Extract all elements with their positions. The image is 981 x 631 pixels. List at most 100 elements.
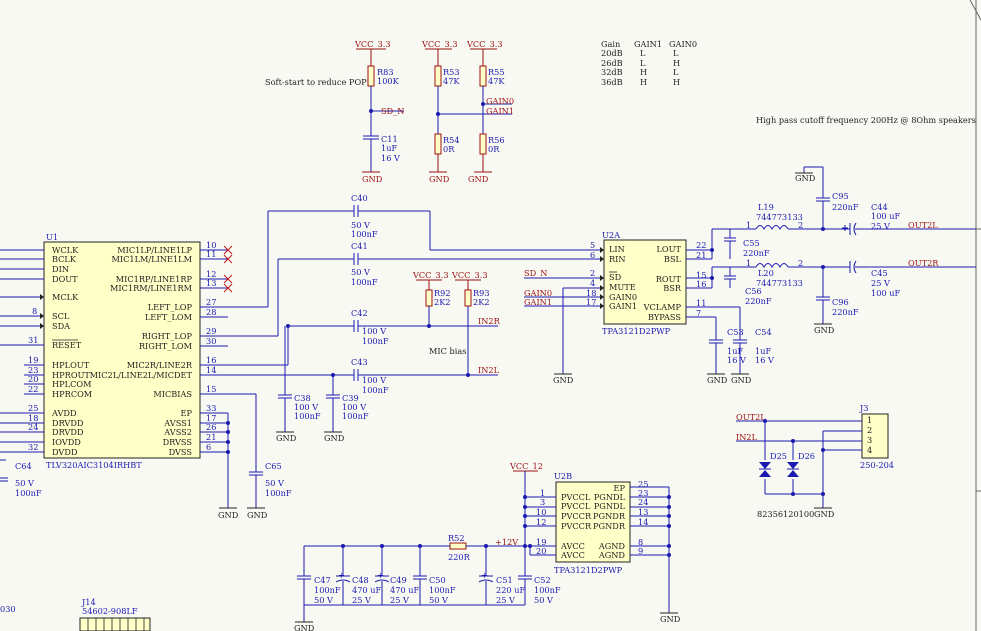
svg-text:C54: C54 (755, 327, 772, 337)
svg-text:220R: 220R (448, 552, 471, 562)
svg-text:16 V: 16 V (755, 355, 775, 365)
l20-inductor (755, 263, 789, 269)
line-out-routing: C40 50 V 100nF C41 50 V 100nF (228, 193, 604, 337)
svg-text:0R: 0R (488, 144, 500, 154)
svg-text:+: + (481, 570, 488, 580)
svg-text:MIC2R/LINE2R: MIC2R/LINE2R (127, 360, 193, 370)
svg-text:GND: GND (553, 375, 574, 385)
svg-text:22: 22 (28, 384, 38, 394)
svg-text:0R: 0R (443, 144, 455, 154)
svg-text:14: 14 (206, 365, 216, 375)
out2l-j3-net: OUT2L (736, 412, 766, 422)
svg-text:2: 2 (590, 268, 595, 278)
softstart-note: Soft-start to reduce POP's (265, 77, 373, 87)
c11-v1: 1uF (381, 143, 397, 153)
svg-text:10: 10 (206, 240, 216, 250)
svg-text:VCC_12: VCC_12 (509, 461, 543, 471)
svg-text:100 V: 100 V (342, 402, 367, 412)
svg-text:100nF: 100nF (362, 336, 389, 346)
svg-text:RESET: RESET (52, 340, 82, 350)
svg-text:31: 31 (28, 335, 38, 345)
out2r-net: OUT2R (908, 258, 939, 268)
svg-text:250-204: 250-204 (860, 460, 894, 470)
svg-text:C53: C53 (727, 327, 744, 337)
svg-text:HPROUT: HPROUT (52, 370, 90, 380)
svg-text:C49: C49 (390, 575, 407, 585)
svg-text:C48: C48 (352, 575, 369, 585)
svg-text:54602-908LF: 54602-908LF (82, 606, 138, 616)
svg-text:15: 15 (696, 270, 706, 280)
svg-text:100nF: 100nF (351, 229, 378, 239)
svg-text:AGND: AGND (598, 541, 626, 551)
svg-text:GND: GND (468, 174, 489, 184)
svg-text:L: L (640, 58, 646, 68)
svg-text:DRVSS: DRVSS (163, 437, 193, 447)
out2l-net: OUT2L (908, 220, 938, 230)
d25-diode (759, 462, 771, 469)
svg-text:3: 3 (540, 497, 545, 507)
svg-text:50 V: 50 V (534, 595, 554, 605)
svg-text:AVSS2: AVSS2 (163, 427, 192, 437)
svg-text:470 uF: 470 uF (390, 585, 420, 595)
svg-text:23: 23 (638, 488, 648, 498)
vcc33-label: VCC_3.3 (354, 39, 391, 49)
svg-text:25 V: 25 V (496, 595, 516, 605)
svg-text:2: 2 (798, 258, 803, 268)
svg-text:DVDD: DVDD (52, 447, 78, 457)
svg-text:11: 11 (206, 249, 216, 259)
svg-text:C55: C55 (743, 238, 760, 248)
svg-text:BYPASS: BYPASS (648, 312, 681, 322)
svg-text:R56: R56 (488, 135, 505, 145)
svg-text:C38: C38 (294, 393, 311, 403)
svg-text:16: 16 (206, 355, 216, 365)
svg-text:GAIN1: GAIN1 (634, 39, 662, 49)
u1-codec: U1 TLV320AIC3104IRHBT WCLK BCLK DIN DOUT… (0, 232, 256, 520)
svg-text:GND: GND (731, 375, 752, 385)
svg-text:21: 21 (206, 432, 216, 442)
svg-text:D26: D26 (798, 451, 815, 461)
svg-text:AVCC: AVCC (560, 541, 585, 551)
svg-text:Gain: Gain (601, 39, 621, 49)
svg-text:C51: C51 (496, 575, 513, 585)
svg-text:J3: J3 (859, 403, 869, 413)
svg-text:GND: GND (429, 174, 450, 184)
gain1-net-top: GAIN1 (486, 106, 514, 116)
svg-text:220 uF: 220 uF (496, 585, 526, 595)
svg-text:HPRCOM: HPRCOM (52, 389, 92, 399)
svg-text:C44: C44 (871, 202, 888, 212)
svg-text:VCC_3.3: VCC_3.3 (466, 39, 503, 49)
svg-text:MUTE: MUTE (609, 282, 636, 292)
svg-text:1uF: 1uF (727, 346, 743, 356)
svg-text:100nF: 100nF (351, 277, 378, 287)
gain1-net-u2: GAIN1 (524, 297, 552, 307)
svg-text:100nF: 100nF (15, 488, 42, 498)
gain0-net-u2: GAIN0 (524, 288, 552, 298)
svg-text:MICBIAS: MICBIAS (153, 389, 192, 399)
r83-resistor (367, 65, 375, 87)
svg-text:23: 23 (28, 365, 38, 375)
svg-text:32dB: 32dB (601, 67, 623, 77)
svg-text:PGNDR: PGNDR (593, 511, 626, 521)
svg-text:36dB: 36dB (601, 77, 623, 87)
svg-text:47K: 47K (443, 76, 460, 86)
svg-text:PVCCR: PVCCR (561, 511, 592, 521)
svg-text:MIC1LM/LINE1LM: MIC1LM/LINE1LM (111, 254, 192, 264)
svg-text:WCLK: WCLK (52, 245, 79, 255)
svg-text:SCL: SCL (52, 311, 70, 321)
svg-text:100nF: 100nF (294, 411, 321, 421)
svg-text:+: + (377, 570, 384, 580)
svg-text:H: H (673, 77, 680, 87)
svg-text:47K: 47K (488, 76, 505, 86)
svg-text:R53: R53 (443, 67, 460, 77)
svg-text:HPLOUT: HPLOUT (52, 360, 90, 370)
svg-text:L19: L19 (758, 202, 774, 212)
svg-text:C45: C45 (871, 268, 888, 278)
svg-text:100nF: 100nF (265, 488, 292, 498)
svg-text:DOUT: DOUT (52, 274, 78, 284)
svg-text:GND: GND (660, 614, 681, 624)
svg-text:21: 21 (696, 250, 706, 260)
svg-text:26: 26 (206, 422, 216, 432)
svg-text:LIN: LIN (609, 244, 625, 254)
sd-n-net-u2: SD_N (524, 268, 547, 278)
